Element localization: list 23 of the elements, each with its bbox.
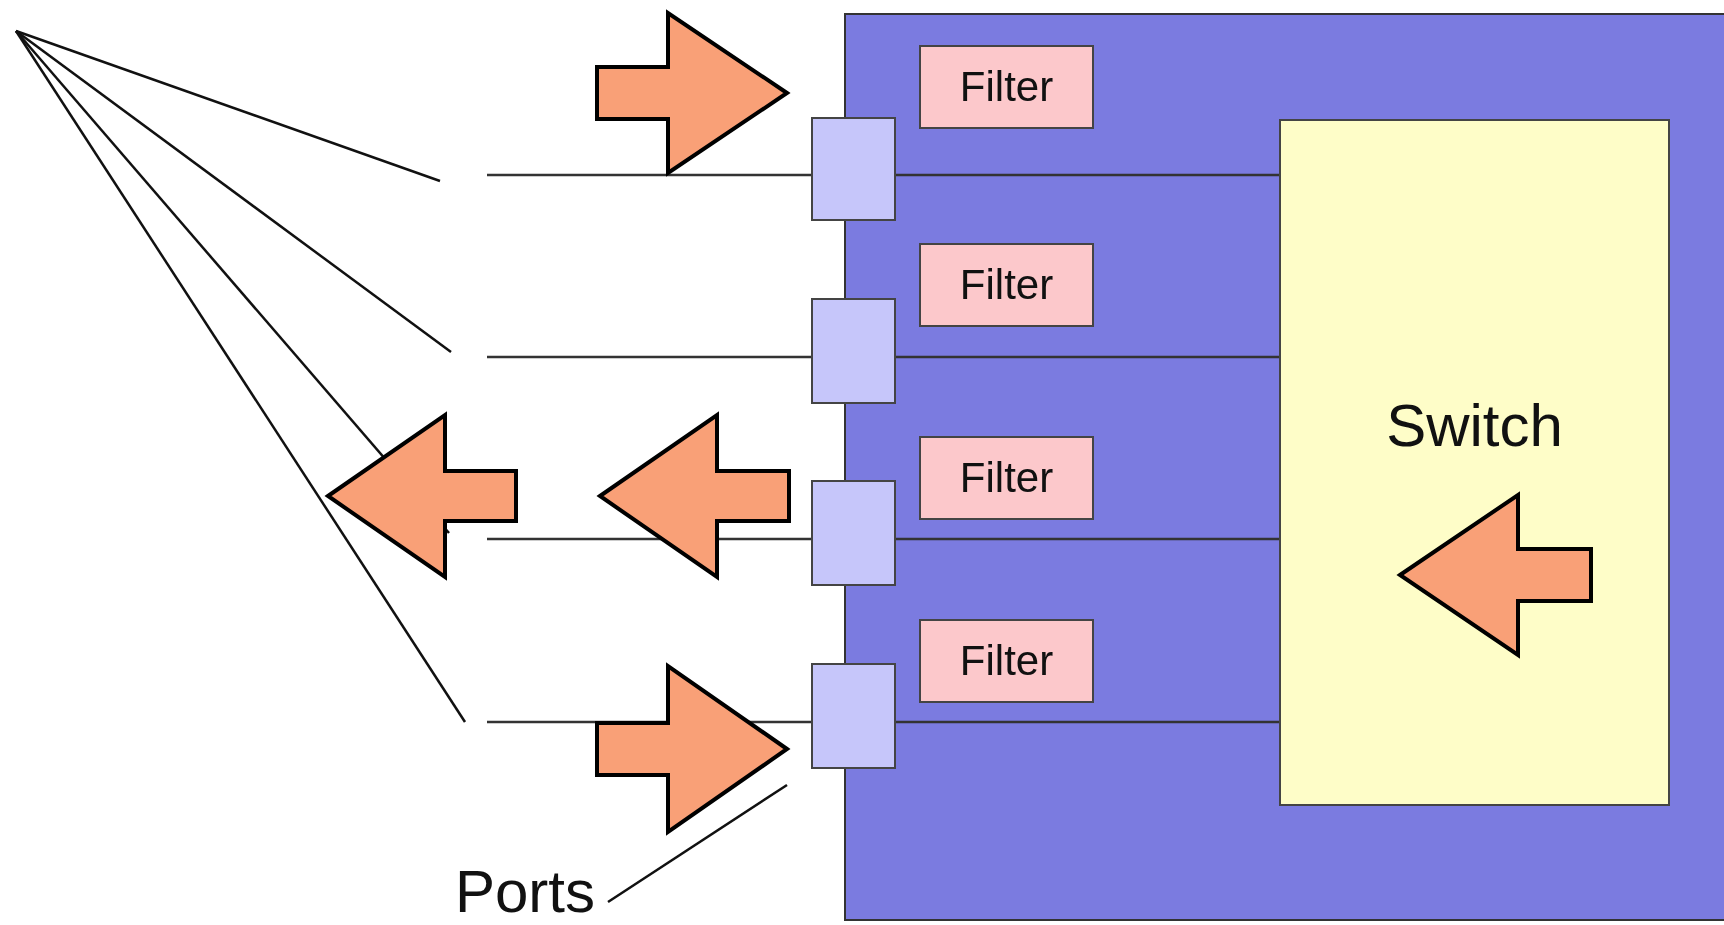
connector-line: [487, 173, 811, 177]
connector-line: [487, 355, 811, 359]
filter-label: Filter: [959, 63, 1054, 111]
switch-label: Switch: [1386, 391, 1563, 460]
port-box: [811, 298, 896, 404]
connector-line: [896, 355, 1279, 359]
port-box: [811, 117, 896, 221]
device-panel: [844, 13, 1724, 921]
filter-box: [919, 45, 1094, 129]
filter-box: [919, 619, 1094, 703]
connector-line: [896, 720, 1279, 724]
callout-label: Ports: [454, 856, 595, 925]
connector-line: [896, 173, 1279, 177]
connector-line: [896, 537, 1279, 541]
port-box: [811, 480, 896, 586]
filter-label: Filter: [959, 454, 1054, 502]
switch-box: [1279, 119, 1670, 806]
leader-line: [607, 783, 788, 904]
filter-box: [919, 436, 1094, 520]
filter-box: [919, 243, 1094, 327]
filter-label: Filter: [959, 261, 1054, 309]
filter-label: Filter: [959, 637, 1054, 685]
port-box: [811, 663, 896, 769]
